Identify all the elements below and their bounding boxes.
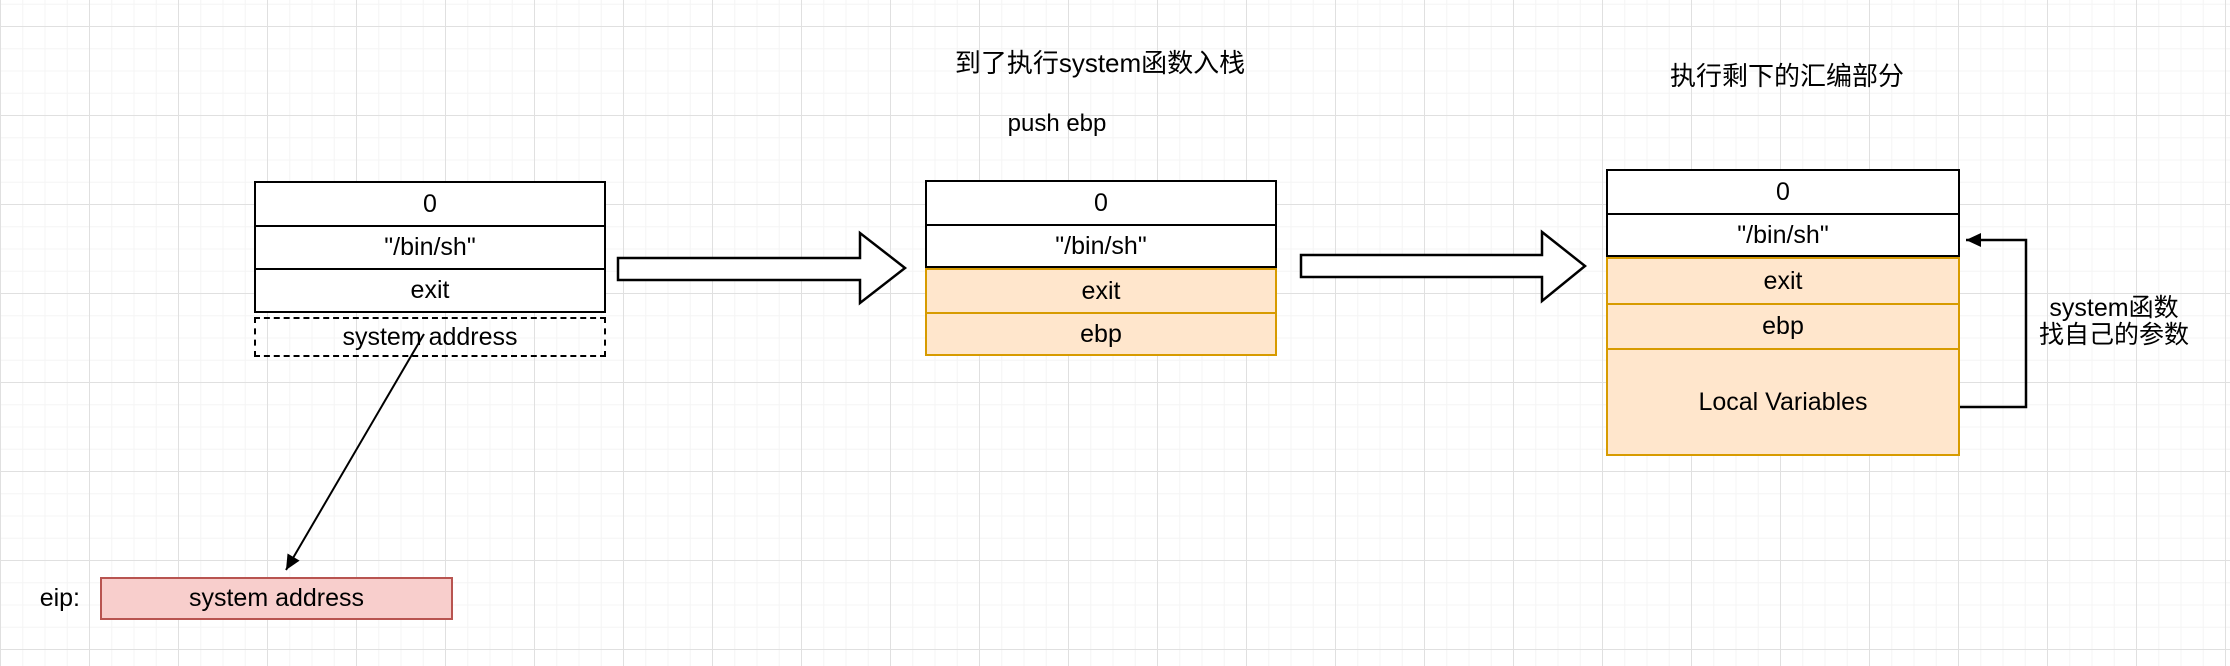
- stack-row-label: exit: [410, 276, 450, 304]
- stack-row-label: 0: [1776, 177, 1790, 206]
- stack-row: system address: [256, 319, 604, 355]
- stack-row: "/bin/sh": [256, 225, 604, 268]
- stack-system-frame-highlight: exit ebp Local Variables: [1606, 257, 1960, 456]
- flow-arrow-1: [616, 230, 908, 306]
- stack-system-frame-top: 0 "/bin/sh": [1606, 169, 1960, 257]
- stack-row-label: 0: [1094, 188, 1108, 217]
- stack-row-label: ebp: [1762, 312, 1804, 340]
- stack-row: "/bin/sh": [927, 224, 1275, 266]
- stack-row-label: exit: [1081, 276, 1121, 305]
- stack-row: 0: [256, 183, 604, 225]
- step2-title: 到了执行system函数入栈: [954, 48, 1246, 78]
- stack-row-label: 0: [423, 189, 437, 218]
- stack-row: 0: [1608, 171, 1958, 213]
- stack-row: exit: [256, 268, 604, 311]
- eip-value: system address: [188, 584, 365, 612]
- stack-row-label: ebp: [1080, 319, 1122, 348]
- stack-row-highlight: exit: [1608, 259, 1958, 303]
- stack-row-label: exit: [1763, 266, 1803, 295]
- param-note-line1: system函数: [2049, 294, 2179, 322]
- stack-row-highlight: ebp: [927, 312, 1275, 354]
- stack-row-highlight: Local Variables: [1608, 348, 1958, 454]
- stack-row: "/bin/sh": [1608, 213, 1958, 255]
- stack-row-label: "/bin/sh": [1737, 220, 1829, 249]
- stack-row-system-address-dashed: system address: [254, 317, 606, 357]
- stack-row-highlight: exit: [927, 270, 1275, 312]
- stack-row-label: "/bin/sh": [384, 233, 476, 261]
- param-note: system函数 找自己的参数: [2039, 295, 2189, 349]
- stack-row-label: system address: [342, 322, 518, 351]
- stack-row-highlight: ebp: [1608, 303, 1958, 348]
- stack-after-push-ebp-highlight: exit ebp: [925, 268, 1277, 356]
- step3-title: 执行剩下的汇编部分: [1669, 61, 1905, 91]
- param-lookup-arrow: [1960, 233, 2028, 409]
- param-note-line2: 找自己的参数: [2038, 321, 2190, 349]
- stack-row: 0: [927, 182, 1275, 224]
- eip-label: eip:: [39, 584, 80, 612]
- eip-value-box: system address: [100, 577, 453, 620]
- stack-row-label: "/bin/sh": [1055, 231, 1147, 260]
- flow-arrow-2: [1299, 229, 1587, 304]
- eip-arrow: [285, 333, 425, 571]
- stack-after-push-ebp-top: 0 "/bin/sh": [925, 180, 1277, 268]
- stack-initial: 0 "/bin/sh" exit: [254, 181, 606, 313]
- stack-row-label: Local Variables: [1698, 387, 1868, 416]
- step2-subtitle: push ebp: [1007, 110, 1107, 137]
